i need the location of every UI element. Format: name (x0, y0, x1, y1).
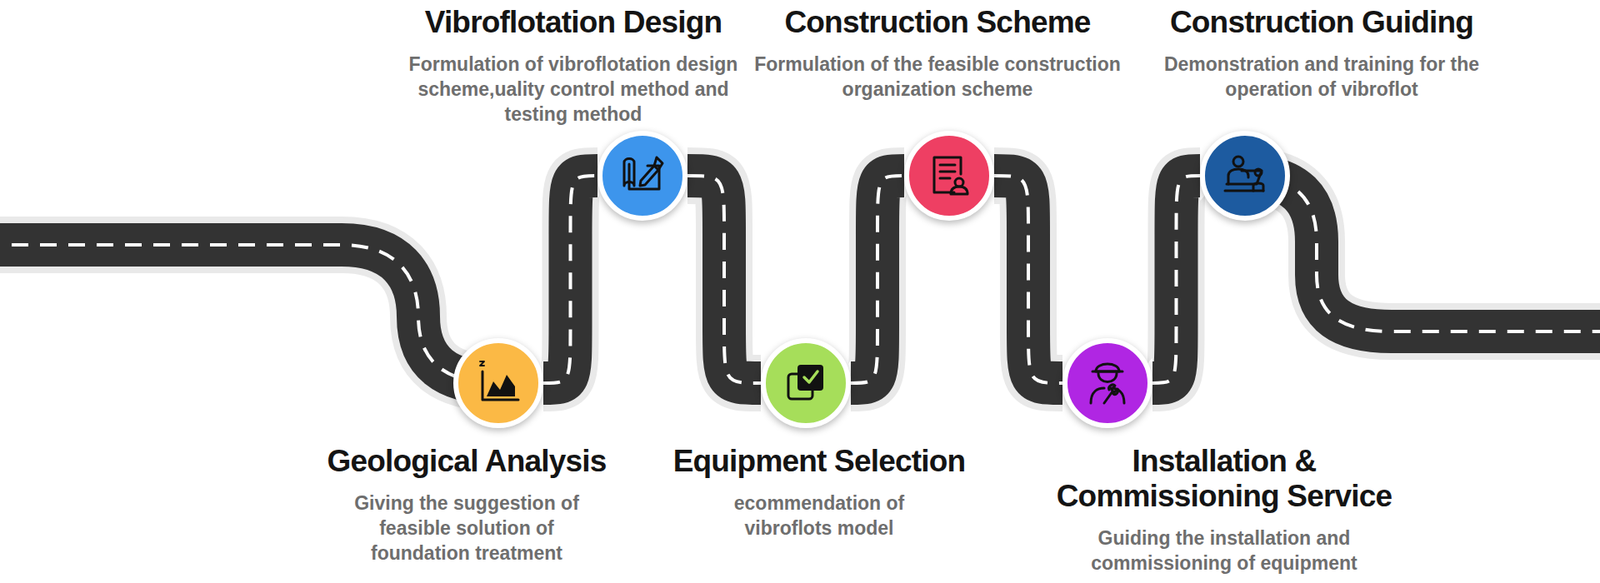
step-text-group: Construction SchemeFormulation of the fe… (737, 5, 1138, 102)
road-edge-shade (994, 175, 1063, 384)
step-node: Equipment Selection ecommendation of vibr… (619, 338, 1020, 541)
step-description: Formulation of vibroflotation design sch… (409, 51, 739, 127)
step-circle (760, 338, 851, 429)
step-text-group: Vibroflotation DesignFormulation of vibr… (373, 5, 774, 127)
step-node: Construction GuidingDemonstration and tr… (1121, 5, 1522, 221)
step-title: Construction Scheme (737, 5, 1138, 40)
step-text-group: Equipment Selection ecommendation of vibr… (619, 444, 1020, 541)
road-lead-in (0, 245, 499, 384)
step-node: Installation & Commissioning ServiceGuid… (1036, 338, 1412, 576)
step-title: Vibroflotation Design (373, 5, 774, 40)
road-centerline (1245, 175, 1600, 332)
step-title: Construction Guiding (1121, 5, 1522, 40)
road-centerline (0, 245, 499, 384)
step-node: Construction SchemeFormulation of the fe… (737, 5, 1138, 221)
road-centerline (850, 175, 905, 384)
road-edge-shade (0, 245, 499, 384)
road-edge-shade (850, 175, 905, 384)
road-segment (1152, 175, 1200, 384)
step-circle (1200, 130, 1290, 221)
step-node: Geological AnalysisGiving the suggestion… (266, 338, 667, 566)
road-surface (687, 175, 761, 384)
road-surface (0, 245, 499, 384)
step-description: Guiding the installation and commissioni… (1060, 525, 1390, 576)
road-surface (994, 175, 1063, 384)
road-edge-shade (1245, 175, 1600, 332)
step-circle (904, 130, 995, 221)
road-segment (994, 175, 1063, 384)
road-segment (850, 175, 905, 384)
step-description: Formulation of the feasible construction… (752, 51, 1124, 102)
step-text-group: Installation & Commissioning ServiceGuid… (1036, 444, 1412, 576)
step-title: Equipment Selection (619, 444, 1020, 480)
road-centerline (543, 175, 598, 384)
step-description: Demonstration and training for the opera… (1155, 51, 1489, 102)
step-text-group: Construction GuidingDemonstration and tr… (1121, 5, 1522, 102)
step-title: Geological Analysis (266, 444, 667, 480)
road-segment (543, 175, 598, 384)
road-centerline (1152, 175, 1200, 384)
road-surface (1245, 175, 1600, 332)
road-centerline (687, 175, 761, 384)
road-edge-shade (687, 175, 761, 384)
step-title: Installation & Commissioning Service (1036, 444, 1412, 515)
step-circle (1062, 338, 1153, 429)
road-surface (543, 175, 598, 384)
step-circle (597, 130, 688, 221)
road-lead-out (1245, 175, 1600, 332)
road-surface (1152, 175, 1200, 384)
step-circle (453, 338, 544, 429)
road-segment (687, 175, 761, 384)
road-edge-shade (543, 175, 598, 384)
step-description: Giving the suggestion of feasible soluti… (345, 490, 588, 566)
step-node: Vibroflotation DesignFormulation of vibr… (373, 5, 774, 221)
road-edge-shade (1152, 175, 1200, 384)
step-description: ecommendation of vibroflots model (710, 490, 928, 541)
step-text-group: Geological AnalysisGiving the suggestion… (266, 444, 667, 566)
road-surface (850, 175, 905, 384)
road-centerline (994, 175, 1063, 384)
